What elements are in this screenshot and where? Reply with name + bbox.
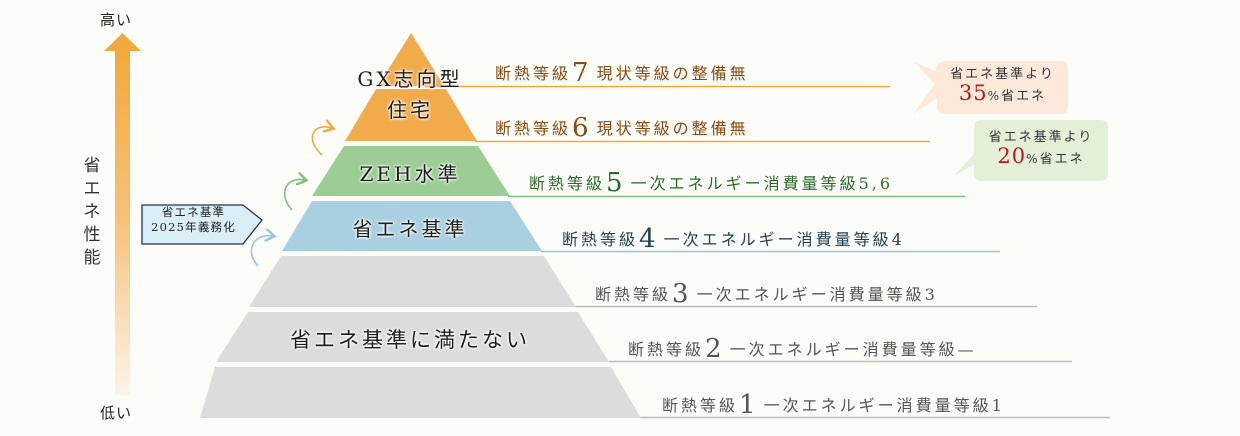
layer-gx-label-line2: 住宅 bbox=[387, 98, 433, 122]
grade-prefix: 断熱等級 bbox=[595, 285, 672, 304]
grade-prefix: 断熱等級 bbox=[562, 230, 639, 249]
grade-number: 1 bbox=[739, 390, 756, 420]
layer-zeh bbox=[312, 146, 510, 196]
grade-desc: 一次エネルギー消費量等級4 bbox=[663, 230, 905, 249]
callout-35-shape bbox=[913, 61, 1068, 114]
callout-percent: 35 bbox=[958, 81, 988, 105]
step-arrow-orange-icon bbox=[311, 127, 332, 156]
grade-number: 4 bbox=[639, 224, 656, 254]
layer-below-1 bbox=[249, 256, 576, 307]
grade-row-4: 断熱等級4 一次エネルギー消費量等級4 bbox=[562, 222, 905, 254]
grade-prefix: 断熱等級 bbox=[529, 174, 606, 193]
layer-below-3 bbox=[200, 367, 641, 418]
mandate-line2: 2025年義務化 bbox=[151, 220, 236, 234]
callout-percent-sign: % bbox=[1026, 152, 1040, 166]
callout-line1: 省エネ基準より bbox=[950, 67, 1055, 82]
layer-standard bbox=[282, 201, 542, 251]
axis-high-label: 高い bbox=[100, 11, 133, 29]
grade-desc: 一次エネルギー消費量等級— bbox=[729, 340, 977, 359]
callout-percent-sign: % bbox=[987, 89, 1002, 103]
performance-arrow-icon bbox=[104, 33, 141, 395]
layer-gx-label-line1: GX志向型 bbox=[357, 67, 463, 91]
layer-below-label: 省エネ基準に満たない bbox=[290, 328, 530, 352]
grade-number: 3 bbox=[672, 279, 689, 309]
mandate-badge: 省エネ基準 2025年義務化 bbox=[141, 205, 246, 235]
grade-row-3: 断熱等級3 一次エネルギー消費量等級3 bbox=[595, 277, 938, 309]
layer-standard-label: 省エネ基準 bbox=[352, 217, 468, 241]
grade-row-2: 断熱等級2 一次エネルギー消費量等級— bbox=[628, 332, 977, 364]
callout-20: 省エネ基準より 20%省エネ bbox=[974, 128, 1108, 169]
callout-line1: 省エネ基準より bbox=[988, 130, 1094, 145]
callout-percent: 20 bbox=[997, 144, 1027, 168]
layer-gx-top bbox=[378, 33, 444, 86]
step-arrow-blue-icon bbox=[250, 236, 273, 267]
axis-low-label: 低い bbox=[100, 404, 133, 422]
callout-20-shape bbox=[954, 120, 1108, 181]
grade-desc: 一次エネルギー消費量等級1 bbox=[763, 396, 1005, 415]
pyramid bbox=[200, 33, 641, 418]
layer-below-2 bbox=[216, 312, 609, 362]
mandate-line1: 省エネ基準 bbox=[161, 205, 226, 219]
grade-desc: 一次エネルギー消費量等級3 bbox=[696, 285, 938, 304]
callout-suffix: 省エネ bbox=[1001, 89, 1047, 104]
axis-title: 省エネ性能 bbox=[83, 156, 101, 268]
grade-desc: 現状等級の整備無 bbox=[596, 64, 749, 83]
layer-gx-bottom bbox=[345, 89, 477, 141]
mandate-badge-shape bbox=[141, 204, 263, 245]
grade-desc: 現状等級の整備無 bbox=[596, 119, 749, 138]
grade-row-6: 断熱等級6 現状等級の整備無 bbox=[495, 111, 749, 143]
grade-prefix: 断熱等級 bbox=[495, 64, 572, 83]
grade-lines bbox=[425, 85, 1110, 419]
grade-row-1: 断熱等級1 一次エネルギー消費量等級1 bbox=[662, 388, 1005, 420]
grade-prefix: 断熱等級 bbox=[495, 119, 572, 138]
layer-zeh-label: ZEH水準 bbox=[359, 162, 461, 186]
grade-number: 7 bbox=[572, 58, 589, 88]
grade-number: 6 bbox=[572, 113, 589, 143]
grade-number: 5 bbox=[606, 168, 623, 198]
callout-suffix: 省エネ bbox=[1039, 152, 1085, 167]
grade-desc: 一次エネルギー消費量等級5,6 bbox=[630, 174, 894, 193]
step-arrow-green-icon bbox=[283, 179, 305, 211]
grade-row-5: 断熱等級5 一次エネルギー消費量等級5,6 bbox=[529, 166, 894, 198]
grade-prefix: 断熱等級 bbox=[662, 396, 739, 415]
grade-number: 2 bbox=[705, 334, 722, 364]
grade-row-7: 断熱等級7 現状等級の整備無 bbox=[495, 56, 749, 88]
grade-prefix: 断熱等級 bbox=[628, 340, 705, 359]
callout-35: 省エネ基準より 35%省エネ bbox=[937, 65, 1068, 106]
